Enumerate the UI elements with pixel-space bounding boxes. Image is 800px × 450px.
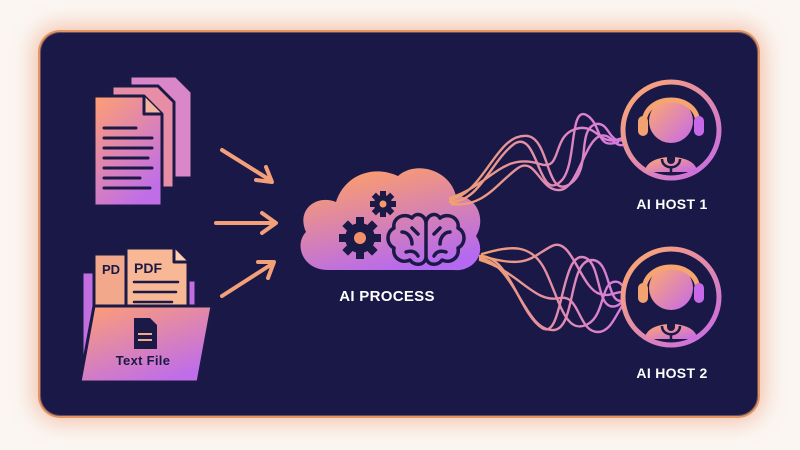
brain-icon [386,212,466,266]
microphone-icon [660,317,682,340]
pd-file-label: PD [102,262,121,277]
microphone-icon [660,150,682,173]
headset-host-icon [620,246,722,348]
diagram-frame: PD PDF Text File AI PROCESS AI HOST 1 AI… [40,32,758,416]
pdf-file-label: PDF [134,260,162,276]
pdf-folder-icon [78,246,214,384]
ai-process-label: AI PROCESS [339,288,435,305]
ai-host-2-label: AI HOST 2 [636,365,708,381]
text-file-label: Text File [115,353,171,368]
sound-wave-icon [478,243,632,334]
cloud-icon [300,168,481,271]
gear-icon [339,191,396,259]
document-stack-icon [92,74,194,208]
arrow-icon [214,148,278,298]
headset-host-icon [620,79,722,181]
sound-wave-icon [448,112,628,206]
ai-host-1-label: AI HOST 1 [636,196,708,212]
diagram-canvas [78,74,722,384]
